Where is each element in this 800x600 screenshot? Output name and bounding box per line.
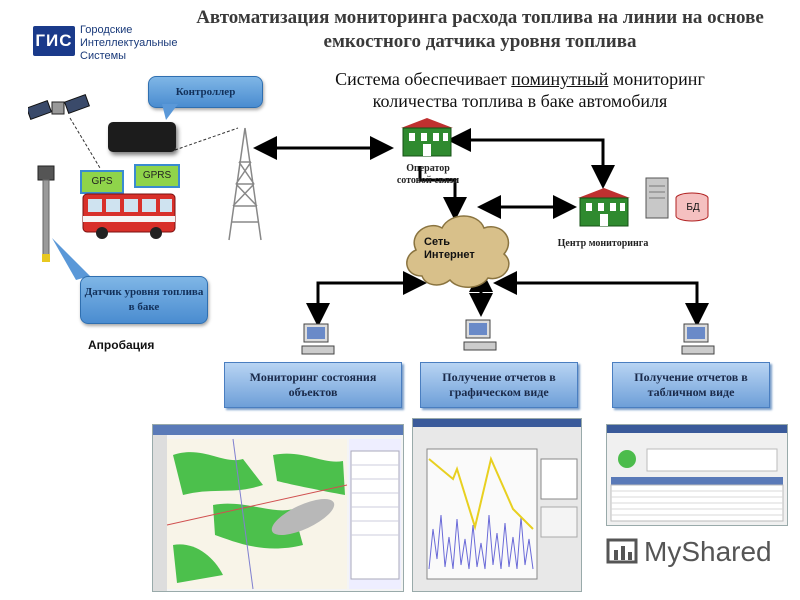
logo: ГИС [33, 26, 75, 56]
table-screenshot-drawing [607, 425, 787, 522]
internet-cloud-icon [406, 215, 510, 288]
internet-right-pc-arrow [493, 271, 709, 327]
gprs-tag: GPRS [134, 164, 180, 188]
subtitle-after: мониторинг количества топлива в баке авт… [372, 69, 705, 111]
subtitle: Система обеспечивает поминутный монитори… [300, 68, 740, 112]
chart-screenshot [412, 418, 582, 592]
server-icon [645, 177, 669, 219]
sensor-callout: Датчик уровня топлива в баке [80, 276, 208, 324]
bus-icon [82, 193, 176, 239]
map-screenshot [152, 424, 404, 592]
controller-link [174, 127, 239, 151]
chart-screenshot-drawing [413, 419, 581, 580]
output-monitoring-box: Мониторинг состояния объектов [224, 362, 402, 408]
subtitle-underlined: поминутный [511, 69, 609, 89]
logo-line-2: Интеллектуальные [80, 37, 178, 49]
internet-left-pc-arrow [306, 271, 427, 327]
myshared-logo-icon [606, 538, 638, 564]
map-screenshot-drawing [153, 425, 403, 591]
controller-callout: Контроллер [148, 76, 263, 108]
center-label: Центр мониторинга [557, 238, 649, 249]
internet-label: Сеть Интернет [424, 236, 475, 261]
operator-building-icon [401, 118, 453, 157]
logo-line-3: Системы [80, 50, 127, 62]
db-label: БД [686, 202, 700, 213]
pc-icon-middle [463, 319, 497, 351]
logo-line-1: Городские [80, 24, 133, 36]
fuel-sensor-icon [37, 165, 55, 262]
database-icon [675, 192, 709, 222]
sensor-callout-tail [52, 238, 90, 280]
gps-tag: GPS [80, 170, 124, 194]
operator-internet-arrow [418, 166, 467, 221]
logo-initials: ГИС [35, 31, 73, 50]
logo-name: Городские Интеллектуальные Системы [80, 24, 177, 63]
operator-label: Оператор сотовой связи [396, 163, 460, 186]
output-table-reports-box: Получение отчетов в табличном виде [612, 362, 770, 408]
pc-icon-left [301, 323, 335, 355]
table-screenshot [606, 424, 788, 526]
testing-label: Апробация [88, 338, 155, 352]
sensor-callout-label: Датчик уровня топлива в баке [84, 286, 204, 313]
pc-icon-right [681, 323, 715, 355]
center-building-icon [578, 188, 630, 227]
radio-tower-icon [228, 127, 262, 241]
output-graphic-reports-box: Получение отчетов в графическом виде [420, 362, 578, 408]
controller-callout-tail [162, 104, 178, 120]
subtitle-before: Система обеспечивает [335, 69, 512, 89]
controller-device-icon [108, 122, 176, 152]
watermark-text: MyShared [644, 536, 772, 567]
page-title: Автоматизация мониторинга расхода топлив… [196, 7, 764, 52]
operator-center-arrow [447, 128, 615, 189]
satellite-icon [28, 93, 90, 121]
